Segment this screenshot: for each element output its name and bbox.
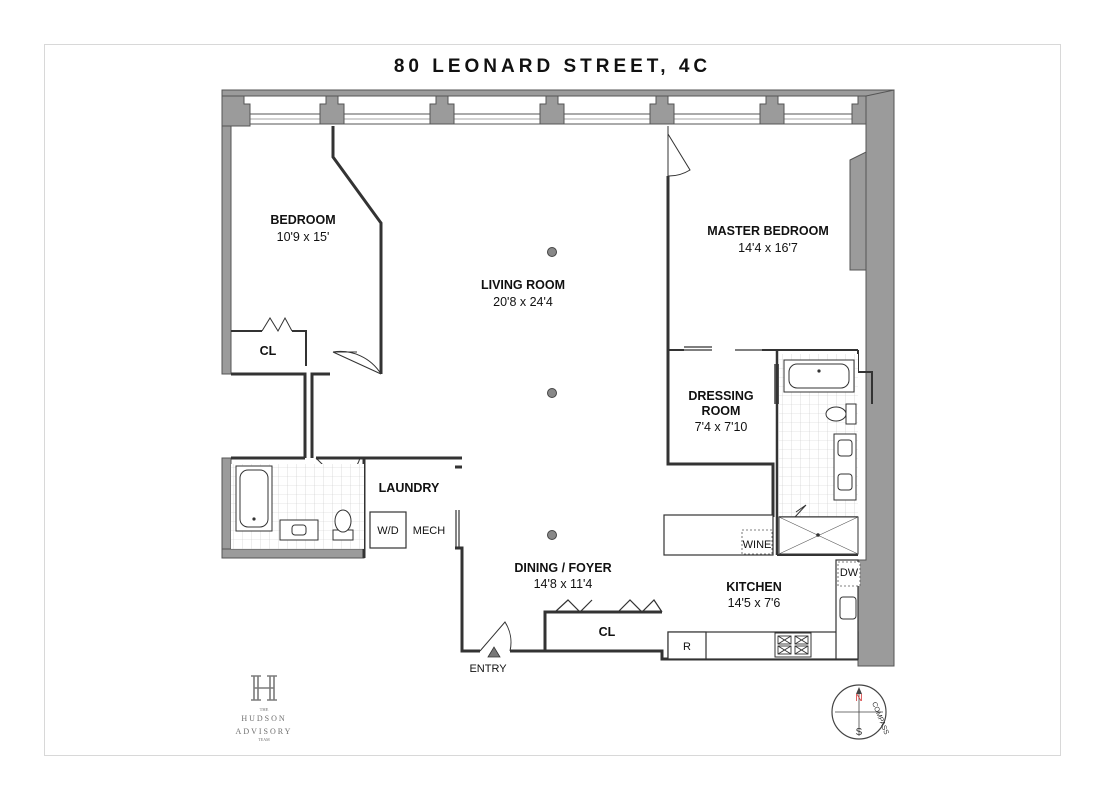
- compass-n: N: [855, 693, 862, 704]
- wall-east: [857, 89, 895, 667]
- window-band: [221, 95, 867, 127]
- column-2: [547, 388, 557, 398]
- counter-island: [663, 514, 774, 556]
- fixture-labels: CL CL W/D MECH WINE DW R ENTRY: [260, 344, 859, 675]
- label-cl-bedroom: CL: [260, 344, 277, 358]
- wall-closet-bedroom: [231, 330, 307, 366]
- column-3: [547, 530, 557, 540]
- label-wd: W/D: [377, 525, 398, 537]
- entry-marker: [487, 646, 501, 658]
- label-dining-foyer: DINING / FOYER: [514, 561, 611, 575]
- label-kitchen: KITCHEN: [726, 580, 782, 594]
- wall-south-bath: [221, 548, 365, 559]
- bathtub-master: [783, 359, 855, 393]
- pilaster-7: [851, 95, 867, 125]
- dims-bedroom: 10'9 x 15': [277, 230, 330, 244]
- kitchen-sink: [839, 596, 857, 620]
- door-closet-foyer: [554, 599, 663, 613]
- door-master-top: [667, 126, 691, 177]
- label-entry: ENTRY: [469, 663, 507, 675]
- room-labels: BEDROOM 10'9 x 15' LIVING ROOM 20'8 x 24…: [270, 213, 828, 610]
- label-laundry: LAUNDRY: [379, 481, 440, 495]
- dims-master-bedroom: 14'4 x 16'7: [738, 241, 798, 255]
- label-wine: WINE: [743, 539, 772, 551]
- wall-west-bedroom: [221, 89, 232, 375]
- sink-left: [279, 519, 319, 541]
- wall-master-west: [666, 176, 775, 517]
- label-dressing-room-2: ROOM: [702, 404, 741, 418]
- toilet-master: [845, 403, 857, 425]
- brand-line2: ADVISORY: [236, 727, 293, 736]
- label-mech: MECH: [413, 525, 445, 537]
- door-bedroom: [332, 350, 382, 375]
- brand-the: THE: [260, 707, 269, 712]
- door-dressing: [684, 346, 762, 351]
- kitchen-fixtures: [667, 559, 861, 660]
- door-entry: [479, 621, 512, 652]
- wall-east-pier: [849, 151, 867, 271]
- dims-living-room: 20'8 x 24'4: [493, 295, 553, 309]
- pilaster-3: [429, 95, 455, 125]
- dishwasher: [837, 561, 861, 587]
- label-bedroom: BEDROOM: [270, 213, 335, 227]
- refrigerator: [667, 631, 707, 660]
- dims-dressing-room: 7'4 x 7'10: [695, 420, 748, 434]
- sheet-border: [44, 44, 1061, 756]
- label-dw: DW: [840, 567, 859, 579]
- door-laundry: [455, 510, 460, 548]
- pilaster-4: [539, 95, 565, 125]
- wall-corridor: [310, 372, 330, 458]
- dims-dining-foyer: 14'8 x 11'4: [534, 577, 593, 591]
- bath-master: [778, 354, 859, 555]
- compass-s: S: [856, 727, 863, 738]
- washer-dryer: [369, 511, 407, 549]
- label-cl-foyer: CL: [599, 625, 616, 639]
- door-closet-bedroom: [261, 316, 293, 333]
- wall-foyer-closet: [510, 610, 662, 653]
- label-master-bedroom: MASTER BEDROOM: [707, 224, 829, 238]
- pilaster-5: [649, 95, 675, 125]
- bath-left: [231, 464, 364, 549]
- wall-dining-west: [455, 546, 480, 653]
- brand-team: TEAM: [258, 737, 270, 742]
- wall-west-bath: [221, 457, 232, 559]
- dims-kitchen: 14'5 x 7'6: [728, 596, 781, 610]
- h-monogram-icon: [251, 675, 277, 701]
- brand-line1: HUDSON: [241, 714, 286, 723]
- bathtub-left: [235, 465, 273, 532]
- pilaster-2: [319, 95, 345, 125]
- cooktop: [774, 632, 812, 658]
- brand-logo: THE HUDSON ADVISORY TEAM: [236, 675, 293, 742]
- vanity-master: [833, 433, 857, 501]
- doors: [261, 126, 780, 652]
- pilaster-6: [759, 95, 785, 125]
- page-title: 80 LEONARD STREET, 4C: [393, 56, 712, 77]
- label-dressing-room-1: DRESSING: [688, 389, 753, 403]
- column-1: [547, 247, 557, 257]
- compass: N S COMPASS: [831, 684, 890, 740]
- pilaster-1: [221, 95, 251, 127]
- label-refrigerator: R: [683, 641, 691, 653]
- wall-bedroom-south: [231, 372, 307, 458]
- wine-fridge: [741, 529, 773, 555]
- laundry-fixtures: [369, 511, 407, 549]
- wall-north-top: [221, 89, 895, 97]
- columns: [547, 247, 557, 540]
- wall-bedroom-east: [331, 126, 383, 374]
- compass-needle: [856, 687, 862, 694]
- label-living-room: LIVING ROOM: [481, 278, 565, 292]
